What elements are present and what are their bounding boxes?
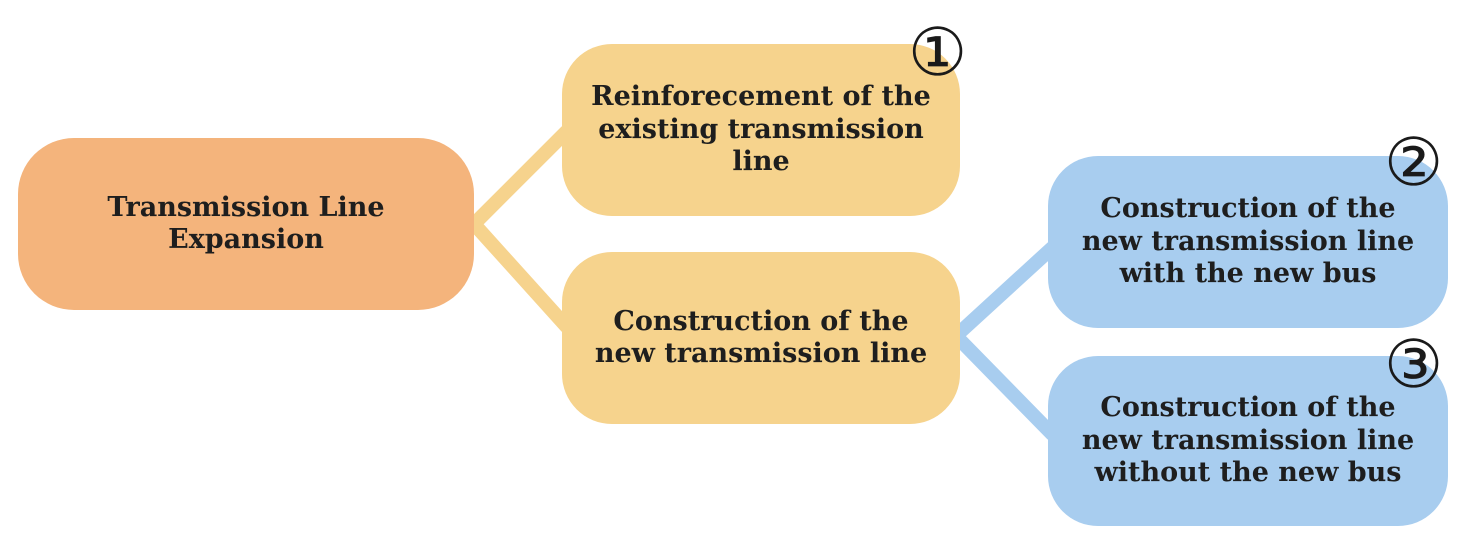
connector-root-to-construction (467, 217, 573, 333)
root-node-transmission-line-expansion: Transmission Line Expansion (18, 138, 474, 310)
root-node-label: Transmission Line Expansion (107, 191, 385, 255)
branch-node-new-construction: Construction of the new transmission lin… (562, 252, 960, 424)
leaf-node-without-new-bus-label: Construction of the new transmission lin… (1081, 392, 1415, 489)
option-number-badge-2: ② (1384, 124, 1444, 201)
option-number-badge-1: ① (908, 14, 968, 91)
leaf-node-with-new-bus: Construction of the new transmission lin… (1048, 156, 1448, 328)
connector-root-to-reinforcement (467, 125, 573, 231)
leaf-node-with-new-bus-label: Construction of the new transmission lin… (1081, 193, 1415, 290)
connector-construction-to-without-bus (951, 331, 1059, 441)
branch-node-reinforcement-label: Reinforecement of the existing transmiss… (591, 81, 931, 178)
branch-node-reinforcement: Reinforecement of the existing transmiss… (562, 44, 960, 216)
branch-node-new-construction-label: Construction of the new transmission lin… (594, 305, 928, 369)
leaf-node-without-new-bus: Construction of the new transmission lin… (1048, 356, 1448, 526)
option-number-badge-3: ③ (1384, 326, 1444, 403)
connector-construction-to-with-bus (951, 241, 1059, 341)
